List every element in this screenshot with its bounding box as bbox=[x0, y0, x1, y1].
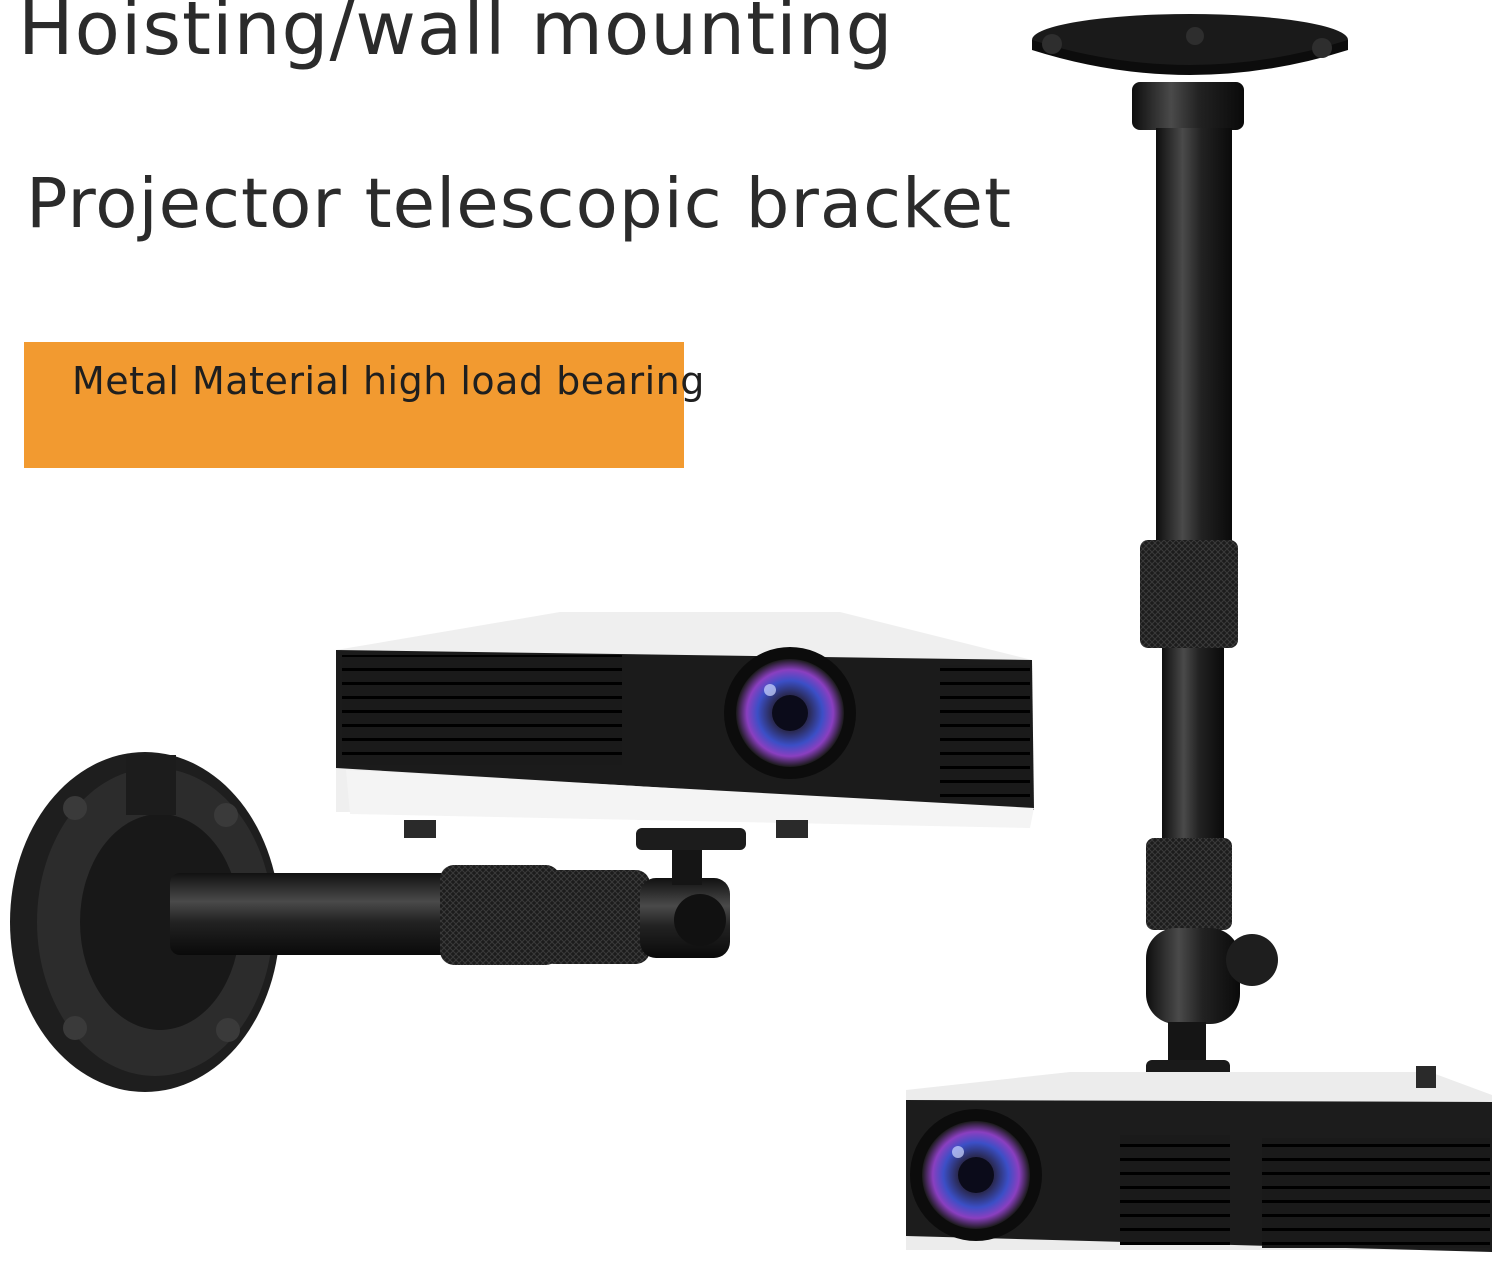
ceiling-telescopic-bracket bbox=[1032, 14, 1348, 1086]
projector-upper bbox=[336, 612, 1034, 838]
projector-lower bbox=[906, 1066, 1492, 1252]
headline-line-2: Projector telescopic bracket bbox=[26, 164, 1013, 244]
feature-badge-text: Metal Material high load bearing bbox=[72, 359, 705, 403]
headline-line-1: Hoisting/wall mounting bbox=[18, 0, 894, 72]
wall-mount-bracket bbox=[10, 752, 746, 1092]
feature-badge bbox=[24, 342, 684, 468]
